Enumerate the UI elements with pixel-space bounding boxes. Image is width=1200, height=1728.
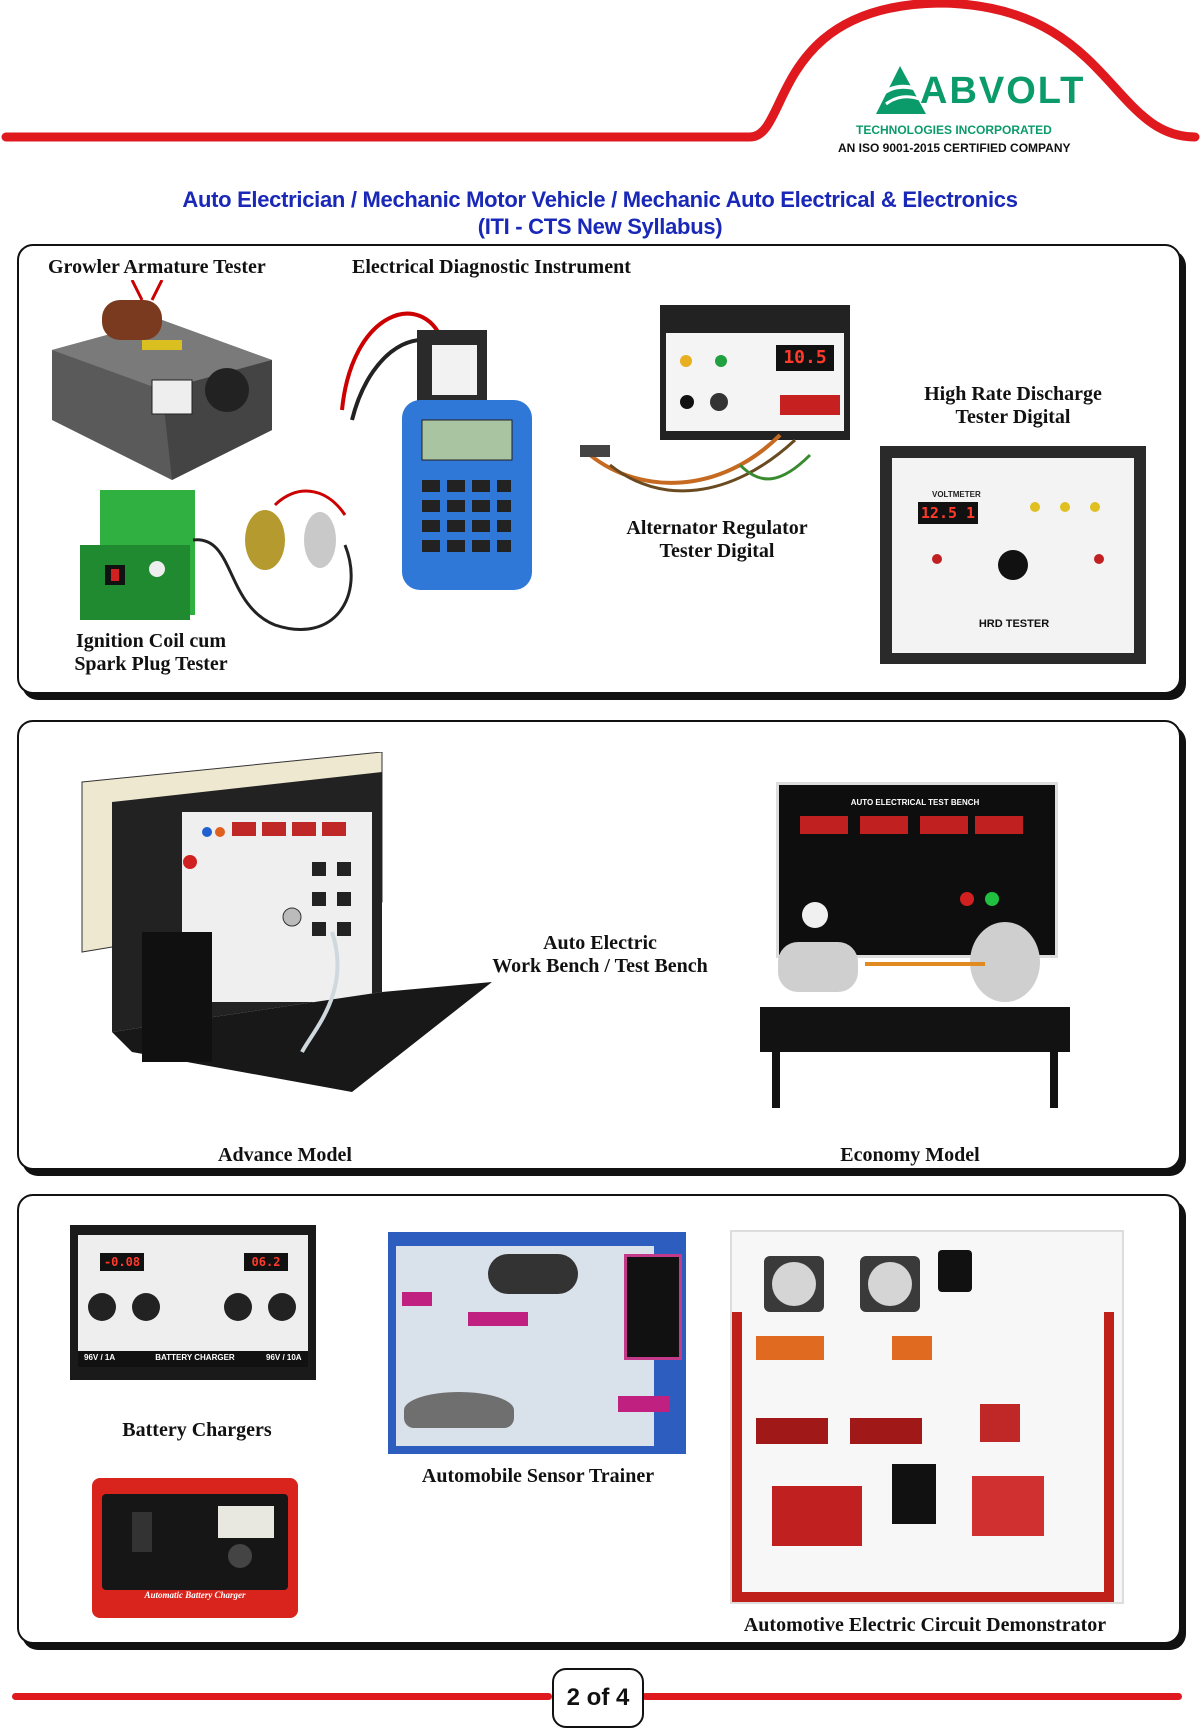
charger-display-1: -0.08 — [100, 1253, 144, 1271]
charger-left-label: 96V / 1A — [84, 1353, 116, 1362]
advance-model-image — [81, 752, 492, 1092]
alternator-wires-image — [580, 433, 812, 493]
page-title: Auto Electrician / Mechanic Motor Vehicl… — [182, 187, 1018, 212]
auto-charger-label: Automatic Battery Charger — [144, 1590, 246, 1600]
economy-panel-header: AUTO ELECTRICAL TEST BENCH — [850, 798, 980, 807]
company-logo: ABVOLT — [860, 62, 1083, 122]
hrd-display: 12.5 1 — [918, 502, 978, 524]
alternator-display: 10.5 — [776, 345, 834, 371]
hrd-voltmeter-label: VOLTMETER — [932, 490, 981, 499]
caption-hrd-2: Tester Digital — [955, 406, 1071, 428]
caption-sensor: Automobile Sensor Trainer — [421, 1465, 655, 1487]
company-certification: AN ISO 9001-2015 CERTIFIED COMPANY — [838, 141, 1071, 155]
caption-ignition-2: Spark Plug Tester — [74, 653, 228, 675]
alternator-tester-image: 10.5 — [660, 305, 850, 440]
diagnostic-instrument-image — [340, 311, 532, 590]
caption-growler: Growler Armature Tester — [48, 256, 266, 278]
page-number-box: 2 of 4 — [552, 1668, 644, 1728]
sensor-trainer-image — [388, 1232, 686, 1454]
caption-advance: Advance Model — [218, 1144, 352, 1166]
ignition-tester-image — [80, 489, 353, 631]
company-tagline: TECHNOLOGIES INCORPORATED — [856, 123, 1052, 137]
caption-circuit: Automotive Electric Circuit Demonstrator — [743, 1614, 1107, 1636]
charger-panel-label: BATTERY CHARGER — [155, 1353, 235, 1362]
logo-mark-icon — [876, 66, 926, 114]
charger-display-2: 06.2 — [244, 1253, 288, 1271]
footer-red-line-right — [642, 1693, 1182, 1700]
caption-chargers: Battery Chargers — [122, 1419, 272, 1441]
caption-bench-1: Auto Electric — [543, 932, 657, 954]
caption-alternator-1: Alternator Regulator — [626, 517, 808, 539]
circuit-demonstrator-image — [730, 1230, 1124, 1604]
hrd-label: HRD TESTER — [978, 618, 1050, 630]
header-red-swoosh — [1, 0, 1200, 142]
caption-alternator-2: Tester Digital — [659, 540, 775, 562]
page-number: 2 of 4 — [566, 1684, 630, 1711]
economy-model-image: AUTO ELECTRICAL TEST BENCH — [760, 772, 1070, 1112]
caption-bench-2: Work Bench / Test Bench — [492, 955, 708, 977]
hrd-tester-image: VOLTMETER 12.5 1 HRD TESTER — [880, 446, 1146, 664]
page-subtitle: (ITI - CTS New Syllabus) — [477, 214, 723, 239]
battery-charger-image: -0.08 06.2 96V / 1A BATTERY CHARGER 96V … — [70, 1225, 316, 1380]
caption-diagnostic: Electrical Diagnostic Instrument — [352, 256, 631, 278]
auto-charger-image: Automatic Battery Charger — [92, 1478, 298, 1618]
caption-economy: Economy Model — [840, 1144, 980, 1166]
company-name: ABVOLT — [920, 70, 1086, 112]
caption-ignition-1: Ignition Coil cum — [75, 630, 227, 652]
charger-right-label: 96V / 10A — [266, 1353, 302, 1362]
footer-red-line-left — [12, 1693, 552, 1700]
caption-hrd-1: High Rate Discharge — [924, 383, 1102, 405]
growler-tester-image — [52, 280, 272, 480]
